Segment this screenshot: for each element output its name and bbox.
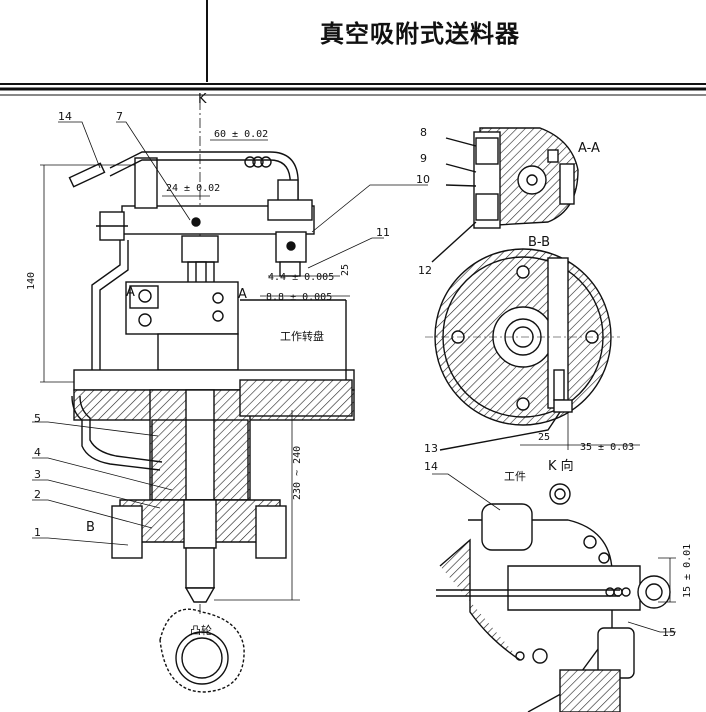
part-number-3: 3 bbox=[34, 468, 41, 481]
dim-25-bb: 25 bbox=[538, 432, 550, 443]
k-mark: K bbox=[198, 92, 207, 107]
dimension-lines bbox=[40, 139, 350, 601]
part-number-10: 10 bbox=[416, 173, 430, 186]
part-number-2: 2 bbox=[34, 488, 41, 501]
section-aa bbox=[431, 127, 579, 263]
part-number-14: 14 bbox=[424, 460, 438, 473]
page-title: 真空吸附式送料器 bbox=[320, 20, 520, 48]
part-number-4: 4 bbox=[34, 446, 41, 459]
k-view-label: K 向 bbox=[548, 458, 574, 474]
dim-230-240: 230 ~ 240 bbox=[292, 446, 303, 500]
section-bb-label: B-B bbox=[528, 235, 550, 250]
dim-15: 15 ± 0.01 bbox=[682, 544, 693, 598]
dim-140: 140 bbox=[26, 272, 37, 290]
dim-25-top: 25 bbox=[340, 264, 351, 276]
turntable-label: 工作转盘 bbox=[280, 329, 324, 343]
part-number-11: 11 bbox=[376, 226, 390, 239]
dim-60: 60 ± 0.02 bbox=[214, 129, 268, 140]
part-number-1: 1 bbox=[34, 526, 41, 539]
part-number-9: 9 bbox=[420, 152, 427, 165]
k-view bbox=[432, 473, 676, 712]
labels: K A-A B-B K 向 B A A 工件 工作转盘 凸轮 14 7 5 4 … bbox=[26, 92, 693, 639]
part-number-15: 15 bbox=[662, 626, 676, 639]
a-mark-right: A bbox=[238, 287, 247, 302]
dim-24: 24 ± 0.02 bbox=[166, 183, 220, 194]
b-mark: B bbox=[86, 520, 95, 535]
part-number-7: 7 bbox=[116, 110, 123, 123]
workpiece-label: 工件 bbox=[504, 470, 526, 483]
leader-lines bbox=[32, 121, 428, 546]
section-bb bbox=[425, 248, 620, 451]
dim-4-4: 4.4 ± 0.005 bbox=[268, 272, 334, 283]
cam-label: 凸轮 bbox=[190, 623, 212, 637]
a-mark-left: A bbox=[126, 285, 135, 300]
part-number-13: 13 bbox=[424, 442, 438, 455]
title-block bbox=[0, 0, 706, 96]
part-number-8-left: 14 bbox=[58, 110, 72, 123]
section-bb-dimensions bbox=[520, 412, 640, 450]
part-number-5: 5 bbox=[34, 412, 41, 425]
main-assembly bbox=[68, 100, 355, 693]
part-number-8-right: 8 bbox=[420, 126, 427, 139]
part-number-12: 12 bbox=[418, 264, 432, 277]
dim-8-8: 8.8 ± 0.005 bbox=[266, 292, 332, 303]
section-aa-label: A-A bbox=[578, 141, 600, 156]
dim-35: 35 ± 0.03 bbox=[580, 442, 634, 453]
